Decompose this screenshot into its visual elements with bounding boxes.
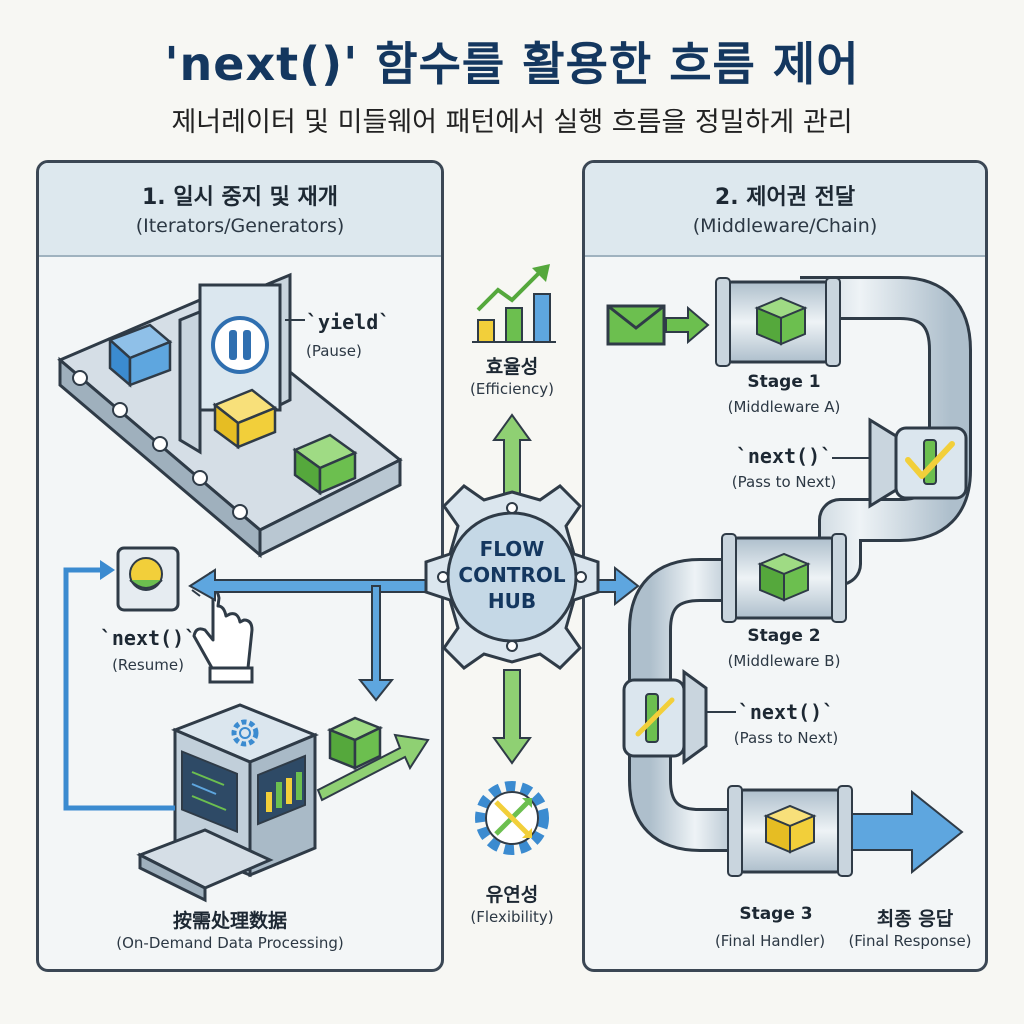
next2-label: `next()` bbox=[737, 700, 835, 724]
stage1-label: Stage 1 bbox=[747, 372, 821, 392]
flexibility-sub: (Flexibility) bbox=[470, 908, 554, 926]
next-resume-label: `next()` bbox=[99, 626, 197, 650]
next1-label: `next()` bbox=[735, 444, 833, 468]
valve-2 bbox=[622, 669, 708, 765]
flexibility-label: 유연성 bbox=[485, 884, 539, 906]
stage3-label: Stage 3 bbox=[739, 904, 813, 924]
page-title: 'next()' 함수를 활용한 흐름 제어 bbox=[164, 37, 860, 91]
page-subtitle: 제너레이터 및 미들웨어 패턴에서 실행 흐름을 정밀하게 관리 bbox=[171, 107, 853, 138]
right-panel-title: 2. 제어권 전달 bbox=[714, 185, 856, 210]
final-response-label: 최종 응답 bbox=[876, 908, 954, 930]
envelope-icon bbox=[606, 304, 666, 346]
stage1-sub: (Middleware A) bbox=[727, 398, 841, 416]
check-icon bbox=[905, 441, 955, 479]
stage3-sub: (Final Handler) bbox=[714, 932, 826, 950]
right-panel-subtitle: (Middleware/Chain) bbox=[692, 215, 878, 237]
stage3-cylinder bbox=[727, 785, 853, 877]
shuffle-gear-icon bbox=[475, 781, 549, 855]
resume-button-icon bbox=[116, 546, 180, 612]
green-box bbox=[292, 433, 358, 496]
left-panel-subtitle: (Iterators/Generators) bbox=[135, 215, 345, 237]
hand-pointer-icon bbox=[191, 571, 254, 684]
efficiency-label: 효율성 bbox=[485, 356, 539, 378]
hub-arrows bbox=[188, 413, 640, 765]
left-panel-header: 1. 일시 중지 및 재개 (Iterators/Generators) bbox=[39, 163, 441, 257]
pause-icon bbox=[211, 316, 269, 374]
hub-line-3: HUB bbox=[487, 589, 537, 613]
stage2-cylinder bbox=[721, 533, 847, 623]
stage1-cylinder bbox=[715, 277, 841, 367]
yield-sub: (Pause) bbox=[306, 342, 362, 360]
next2-sub: (Pass to Next) bbox=[733, 729, 839, 747]
stage2-sub: (Middleware B) bbox=[727, 652, 841, 670]
gear-icon bbox=[231, 719, 259, 747]
left-panel-title: 1. 일시 중지 및 재개 bbox=[142, 185, 338, 210]
output-green-box bbox=[326, 716, 384, 770]
right-panel-header: 2. 제어권 전달 (Middleware/Chain) bbox=[585, 163, 985, 257]
efficiency-sub: (Efficiency) bbox=[470, 380, 554, 398]
next-resume-sub: (Resume) bbox=[112, 656, 184, 674]
process-label: 按需处理数据 bbox=[172, 910, 287, 932]
bar-chart-icon bbox=[472, 264, 556, 343]
process-sub: (On-Demand Data Processing) bbox=[116, 934, 344, 952]
hub-label: FLOW CONTROL HUB bbox=[452, 536, 572, 614]
final-response-sub: (Final Response) bbox=[848, 932, 972, 950]
flow-control-hub-gear bbox=[424, 484, 600, 670]
valve-1 bbox=[868, 417, 968, 509]
hub-line-1: FLOW bbox=[479, 537, 545, 561]
yellow-box bbox=[212, 388, 278, 450]
blue-box bbox=[107, 323, 173, 388]
next1-sub: (Pass to Next) bbox=[731, 473, 837, 491]
yield-label: `yield` bbox=[306, 310, 391, 334]
hub-line-2: CONTROL bbox=[458, 563, 566, 587]
stage2-label: Stage 2 bbox=[747, 626, 821, 646]
